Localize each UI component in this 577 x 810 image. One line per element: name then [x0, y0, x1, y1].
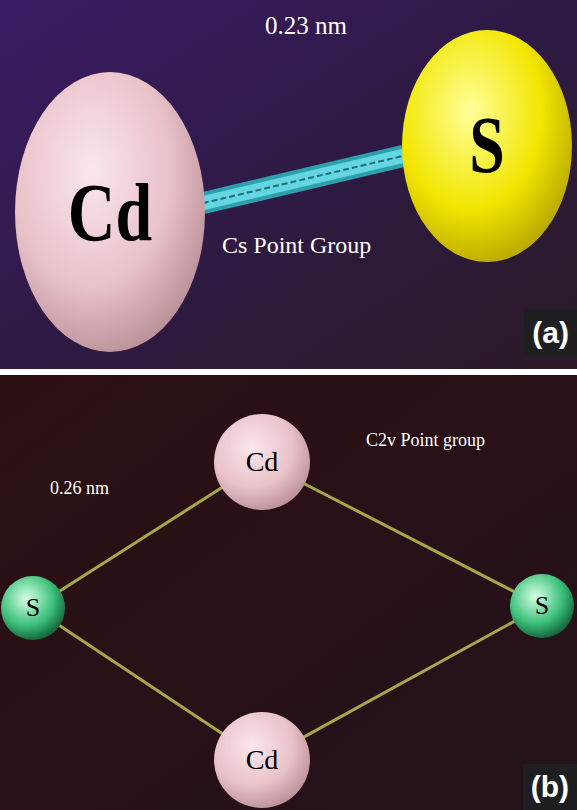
bond-cylinder [203, 156, 404, 203]
point-group: Cs Point Group [222, 232, 371, 259]
element-symbol: S [26, 593, 40, 623]
bond-cylinder [203, 156, 404, 203]
bond-seam [203, 156, 404, 203]
element-symbol: Cd [246, 446, 279, 478]
panel-letter: (a) [524, 310, 577, 356]
bond-line [59, 625, 223, 734]
sulfur-atom: S [1, 576, 65, 640]
bond-line [59, 625, 223, 734]
bond-line [59, 487, 222, 591]
panel-a-ground [0, 0, 577, 369]
bond-line [303, 621, 514, 737]
bond-line [59, 487, 222, 591]
bond-length: 0.23 nm [265, 12, 347, 40]
panel-letter: (b) [523, 764, 577, 810]
cadmium-atom: Cd [214, 712, 310, 808]
element-symbol: Cd [246, 744, 279, 776]
bond-line [304, 484, 514, 592]
bond-line [304, 484, 514, 592]
element-symbol: Cd [68, 165, 152, 260]
bond-line [303, 621, 514, 737]
point-group: C2v Point group [366, 430, 485, 451]
element-symbol: S [469, 100, 505, 193]
sulfur-atom: S [510, 574, 574, 638]
bond-highlight [203, 156, 404, 203]
bond-length: 0.26 nm [50, 478, 109, 499]
element-symbol: S [535, 591, 549, 621]
sulfur-atom: S [402, 30, 572, 262]
cadmium-atom: Cd [15, 72, 205, 352]
cadmium-atom: Cd [214, 414, 310, 510]
panel-b-ground [0, 375, 577, 810]
